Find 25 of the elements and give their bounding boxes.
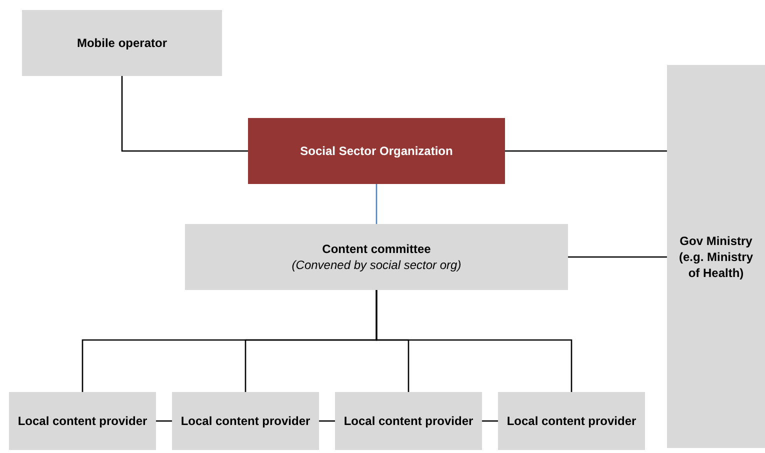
- connector-line: [376, 290, 572, 392]
- entity-box: [172, 392, 319, 450]
- box-label: Gov Ministry (e.g. Ministry of Health): [678, 232, 754, 280]
- entity-box: [498, 392, 645, 450]
- connector-line: [568, 256, 667, 258]
- box-label: Social Sector Organization: [300, 143, 453, 159]
- entity-box: [667, 65, 765, 448]
- entity-box: [22, 10, 222, 76]
- box-note: (Convened by social sector org): [292, 257, 462, 273]
- box-label: Local content provider: [180, 413, 310, 429]
- entity-box: [185, 224, 568, 290]
- connector-line: [482, 420, 498, 422]
- box-label: Mobile operator: [76, 35, 167, 51]
- connector-line: [156, 420, 172, 422]
- entity-box: [335, 392, 482, 450]
- connector-line: [121, 76, 248, 152]
- box-label: Content committee: [322, 241, 431, 257]
- organization-box: [248, 118, 505, 184]
- connector-line: [505, 150, 667, 152]
- box-label: Local content provider: [18, 413, 148, 429]
- connector-line: [319, 420, 335, 422]
- entity-box: [9, 392, 156, 450]
- box-label: Local content provider: [344, 413, 474, 429]
- box-label: Local content provider: [506, 413, 636, 429]
- connector-line: [376, 184, 378, 224]
